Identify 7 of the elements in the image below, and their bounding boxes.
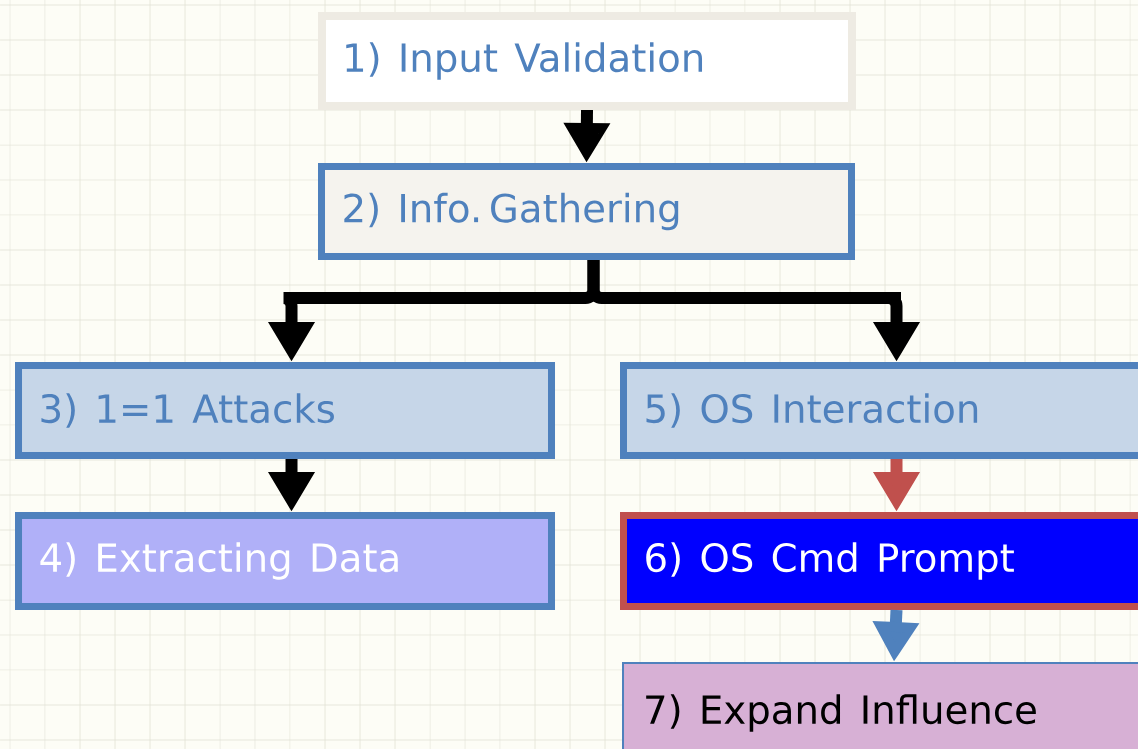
process-box: 1) Input Validation: [318, 12, 856, 110]
process-box: 4) Extracting Data: [15, 512, 555, 610]
process-box: 6) OS Cmd Prompt: [620, 512, 1138, 610]
process-box: 2) Info. Gathering: [318, 163, 855, 260]
process-box: 3) 1=1 Attacks: [15, 362, 555, 459]
process-box: 5) OS Interaction: [620, 362, 1138, 459]
process-box: 7) Expand Influence: [622, 662, 1138, 749]
